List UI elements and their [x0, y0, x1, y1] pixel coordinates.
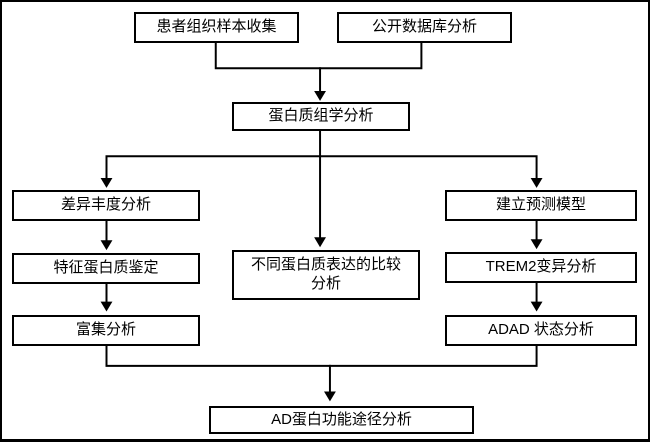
edge-trem2-to-adad-arrow	[530, 278, 543, 312]
edge-proteomics-to-comparison-arrow	[314, 128, 326, 248]
node-proteomics-analysis: 蛋白质组学分析	[232, 102, 410, 131]
edge-diff-to-feature-arrow	[100, 217, 113, 251]
node-ad-protein-function-pathway-analysis: AD蛋白功能途径分析	[209, 406, 474, 434]
edge-branch-split-arrows	[100, 155, 543, 188]
edge-feature-to-enrichment-arrow	[100, 279, 113, 312]
edge-bottom-merge-arrow	[105, 341, 538, 402]
edge-sources-merge-arrow	[214, 42, 423, 101]
node-adad-status-analysis: ADAD 状态分析	[445, 315, 637, 346]
node-public-database-analysis: 公开数据库分析	[337, 12, 512, 43]
node-patient-tissue-sample-collection: 患者组织样本收集	[134, 12, 299, 43]
node-build-prediction-model: 建立预测模型	[445, 190, 637, 221]
node-trem2-variant-analysis: TREM2变异分析	[445, 252, 637, 283]
node-protein-expression-comparison-analysis: 不同蛋白质表达的比较 分析	[232, 250, 420, 300]
edge-prediction-to-trem2-arrow	[530, 217, 543, 250]
node-enrichment-analysis: 富集分析	[12, 315, 200, 346]
node-feature-protein-identification: 特征蛋白质鉴定	[12, 253, 200, 284]
node-differential-abundance-analysis: 差异丰度分析	[12, 190, 200, 221]
